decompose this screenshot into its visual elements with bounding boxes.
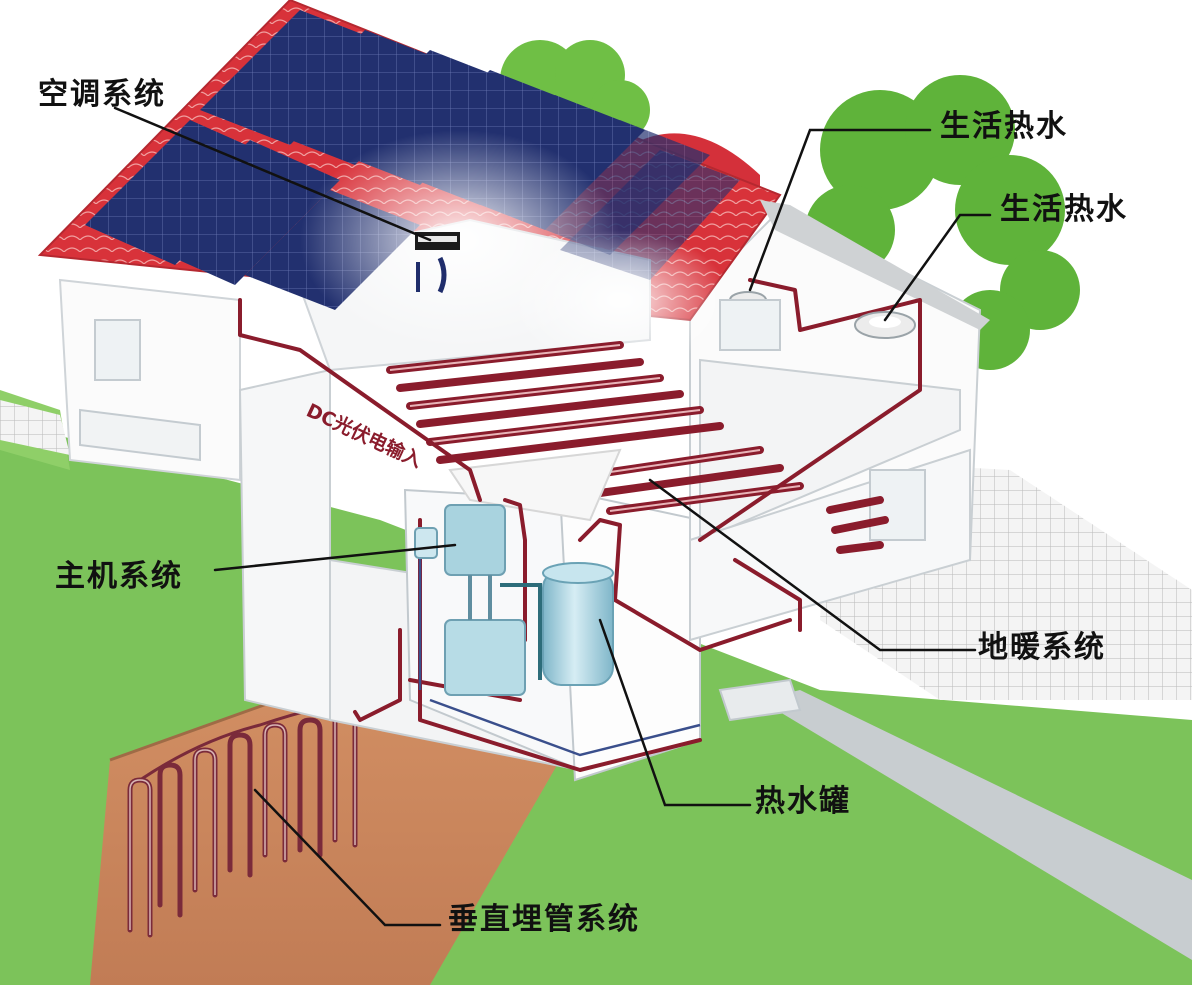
leader-hot-water-2: [883, 213, 992, 322]
right-roof-edge: [760, 200, 990, 330]
label-floor-heating: 地暖系统: [978, 630, 1106, 665]
hot-water-tank: [542, 562, 614, 686]
left-counter: [79, 408, 201, 462]
label-hot-water-1: 生活热水: [940, 109, 1068, 144]
leader-tank: [598, 618, 752, 807]
hot-water-outlet-1: [719, 291, 781, 351]
lattice-floor: [448, 448, 622, 522]
callout-lines: [113, 106, 992, 927]
label-vertical-pipe: 垂直埋管系统: [448, 902, 640, 937]
front-step: [718, 678, 802, 722]
hot-water-outlet-2: [854, 311, 916, 339]
host-unit: [414, 504, 542, 696]
label-hot-water-tank: 热水罐: [755, 784, 851, 819]
label-hot-water-2: 生活热水: [1000, 192, 1128, 227]
left-window: [94, 319, 141, 381]
patio-tiles-left: [0, 400, 70, 455]
right-window: [869, 469, 926, 541]
solar-panel-2: [145, 140, 340, 285]
pipe-blue: [418, 540, 701, 757]
ac-unit: [415, 232, 460, 294]
leader-ac: [113, 106, 432, 242]
floor-heating-coils-highlight: [389, 344, 801, 512]
walkway: [760, 690, 1192, 960]
leader-host: [213, 543, 457, 572]
leader-pipe: [253, 788, 442, 927]
leader-hot-water-1: [748, 128, 932, 292]
roof-glow-2: [510, 230, 730, 370]
leader-floor-heating: [648, 478, 977, 652]
solar-panel-3: [200, 10, 390, 145]
label-host-system: 主机系统: [55, 559, 183, 594]
solar-panel-4: [265, 30, 455, 165]
label-ac-system: 空调系统: [38, 77, 166, 112]
